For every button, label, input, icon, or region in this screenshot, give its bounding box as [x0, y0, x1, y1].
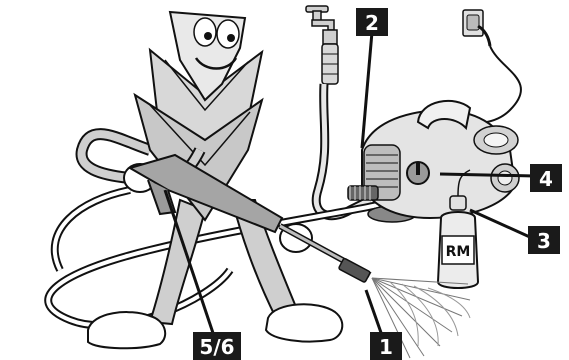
pressure-hose — [44, 186, 379, 330]
callout-3: 3 — [528, 226, 560, 254]
bottle-label: RM — [446, 244, 471, 260]
pressure-washer-unit — [347, 99, 520, 223]
svg-text:5/6: 5/6 — [199, 335, 234, 359]
svg-text:3: 3 — [537, 229, 551, 253]
svg-text:4: 4 — [539, 167, 553, 191]
svg-text:2: 2 — [365, 11, 379, 35]
callout-4: 4 — [530, 164, 562, 192]
detergent-bottle: RM — [436, 169, 480, 289]
right-shoe — [264, 303, 344, 343]
water-tap — [305, 5, 338, 45]
callout-1: 1 — [370, 332, 402, 360]
water-spray — [371, 277, 471, 359]
power-cord — [464, 45, 522, 124]
spray-nozzle — [338, 257, 371, 283]
callout-5-6: 5/6 — [193, 332, 241, 360]
wall-outlet — [462, 9, 492, 47]
svg-text:1: 1 — [379, 335, 393, 359]
spray-gun — [127, 153, 372, 283]
left-shoe — [87, 311, 167, 350]
callout-2: 2 — [356, 8, 388, 36]
